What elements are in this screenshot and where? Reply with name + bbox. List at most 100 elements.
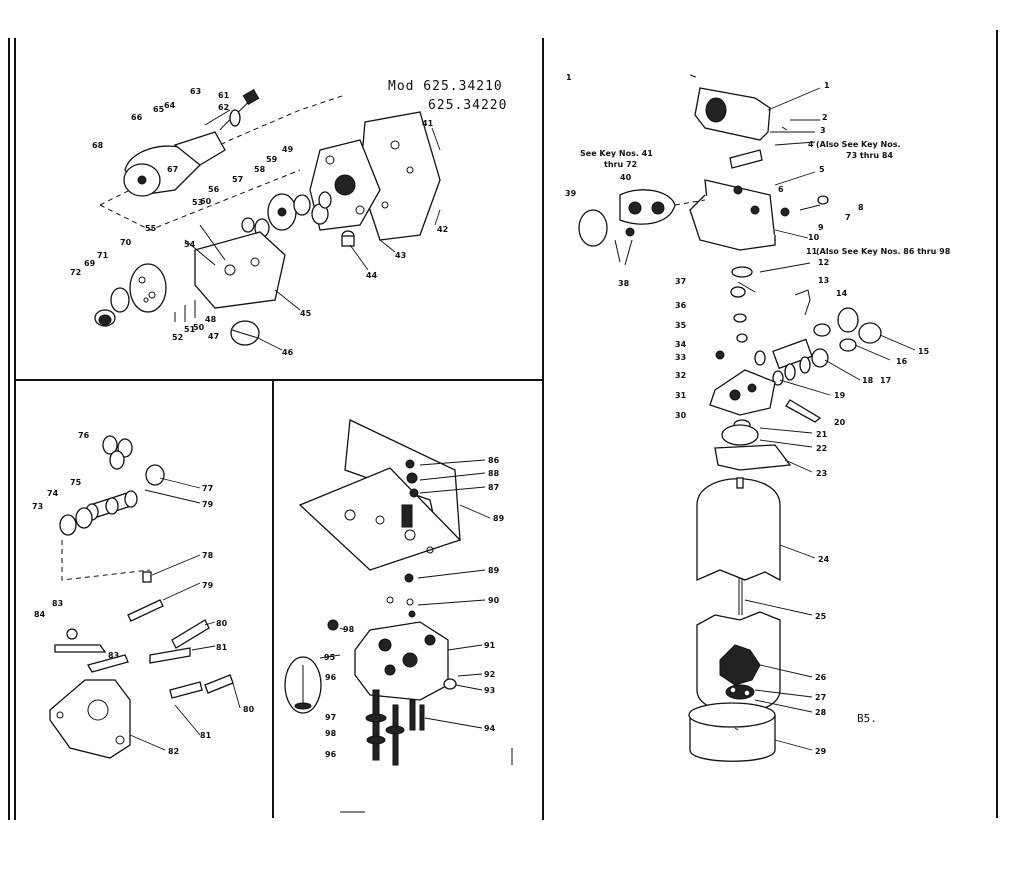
callout-24: 24 (818, 555, 830, 564)
callout-37: 37 (675, 277, 686, 286)
callout-83b: 83 (108, 651, 119, 660)
callout-41: 41 (422, 119, 434, 128)
callout-39: 39 (565, 189, 577, 198)
callout-48: 48 (205, 315, 217, 324)
callout-33: 33 (675, 353, 686, 362)
callout-47: 47 (208, 332, 219, 341)
also-keys-note-2: (Also See Key Nos. 86 thru 98 (816, 247, 951, 256)
motor-assembly-panel (94, 88, 441, 346)
callout-91: 91 (484, 641, 496, 650)
callout-32: 32 (675, 371, 686, 380)
callout-86: 86 (488, 456, 500, 465)
callout-21: 21 (816, 430, 828, 439)
callout-3: 3 (820, 126, 826, 135)
callout-53: 53 (192, 198, 203, 207)
callout-78: 78 (202, 551, 214, 560)
callout-57: 57 (232, 175, 243, 184)
also-keys-note-1-line1: (Also See Key Nos. (816, 140, 901, 149)
see-keys-note-line2: thru 72 (604, 160, 637, 169)
callout-70: 70 (120, 238, 132, 247)
callout-44: 44 (366, 271, 378, 280)
callout-88: 88 (488, 469, 500, 478)
callout-35: 35 (675, 321, 687, 330)
callout-77: 77 (202, 484, 213, 493)
callout-98b: 98 (343, 625, 355, 634)
callout-43: 43 (395, 251, 406, 260)
callout-9: 9 (818, 223, 824, 232)
callout-87: 87 (488, 483, 499, 492)
callout-27: 27 (815, 693, 826, 702)
callout-62: 62 (218, 103, 229, 112)
callout-29: 29 (815, 747, 827, 756)
callout-1: 1 (824, 81, 830, 90)
callout-60: 60 (200, 197, 212, 206)
callouts-top-left: 41 42 43 44 45 46 47 48 49 50 51 52 53 5… (70, 87, 448, 357)
callout-58: 58 (254, 165, 266, 174)
also-keys-note-1-line2: 73 thru 84 (846, 151, 893, 160)
callout-93: 93 (484, 686, 495, 695)
callout-14: 14 (836, 289, 848, 298)
callout-26: 26 (815, 673, 827, 682)
callout-76: 76 (78, 431, 90, 440)
model-number-line1: Mod 625.34210 (388, 79, 503, 94)
callout-17: 17 (880, 376, 891, 385)
callout-11: 11 (806, 247, 818, 256)
callout-15: 15 (918, 347, 930, 356)
callout-46: 46 (282, 348, 294, 357)
callout-18: 18 (862, 376, 874, 385)
callouts-bottom-left: 73 74 75 76 77 78 79 80 81 82 83 84 79 8… (32, 431, 255, 756)
callout-79b: 79 (202, 581, 214, 590)
corner-mark: 1 (566, 73, 572, 82)
callout-66: 66 (131, 113, 143, 122)
callout-73: 73 (32, 502, 43, 511)
callout-19: 19 (834, 391, 846, 400)
callout-42: 42 (437, 225, 448, 234)
callout-63: 63 (190, 87, 201, 96)
callout-82: 82 (168, 747, 179, 756)
callout-81b: 81 (200, 731, 212, 740)
valve-body-panel (284, 419, 513, 813)
callouts-bottom-middle: 86 88 87 89 89 90 91 92 93 94 95 96 97 9… (324, 456, 505, 759)
callout-71: 71 (97, 251, 109, 260)
panel-frames (8, 30, 998, 820)
callout-68: 68 (92, 141, 104, 150)
callout-80: 80 (216, 619, 228, 628)
callout-52: 52 (172, 333, 183, 342)
callout-83: 83 (52, 599, 63, 608)
callout-13: 13 (818, 276, 829, 285)
leader-lines (129, 87, 916, 751)
see-keys-note-line1: See Key Nos. 41 (580, 149, 653, 158)
callout-80b: 80 (243, 705, 255, 714)
callout-67: 67 (167, 165, 178, 174)
callout-89b: 89 (488, 566, 500, 575)
callout-97: 97 (325, 713, 336, 722)
callout-96: 96 (325, 673, 337, 682)
softener-tank-panel (578, 74, 882, 762)
callout-50: 50 (193, 323, 205, 332)
callout-36: 36 (675, 301, 687, 310)
callout-84: 84 (34, 610, 46, 619)
callout-28: 28 (815, 708, 827, 717)
callout-92: 92 (484, 670, 495, 679)
callout-6: 6 (778, 185, 784, 194)
callout-22: 22 (816, 444, 827, 453)
callout-31: 31 (675, 391, 687, 400)
callout-59: 59 (266, 155, 278, 164)
callout-34: 34 (675, 340, 687, 349)
callout-23: 23 (816, 469, 827, 478)
callout-89: 89 (493, 514, 505, 523)
callout-12: 12 (818, 258, 829, 267)
callout-51: 51 (184, 325, 196, 334)
callout-56: 56 (208, 185, 220, 194)
callout-5: 5 (819, 165, 825, 174)
callout-20: 20 (834, 418, 846, 427)
callout-75: 75 (70, 478, 82, 487)
callout-96b: 96 (325, 750, 337, 759)
callout-40: 40 (620, 173, 632, 182)
callout-95: 95 (324, 653, 336, 662)
callout-25: 25 (815, 612, 827, 621)
callout-45: 45 (300, 309, 312, 318)
callout-90: 90 (488, 596, 500, 605)
callout-79: 79 (202, 500, 214, 509)
